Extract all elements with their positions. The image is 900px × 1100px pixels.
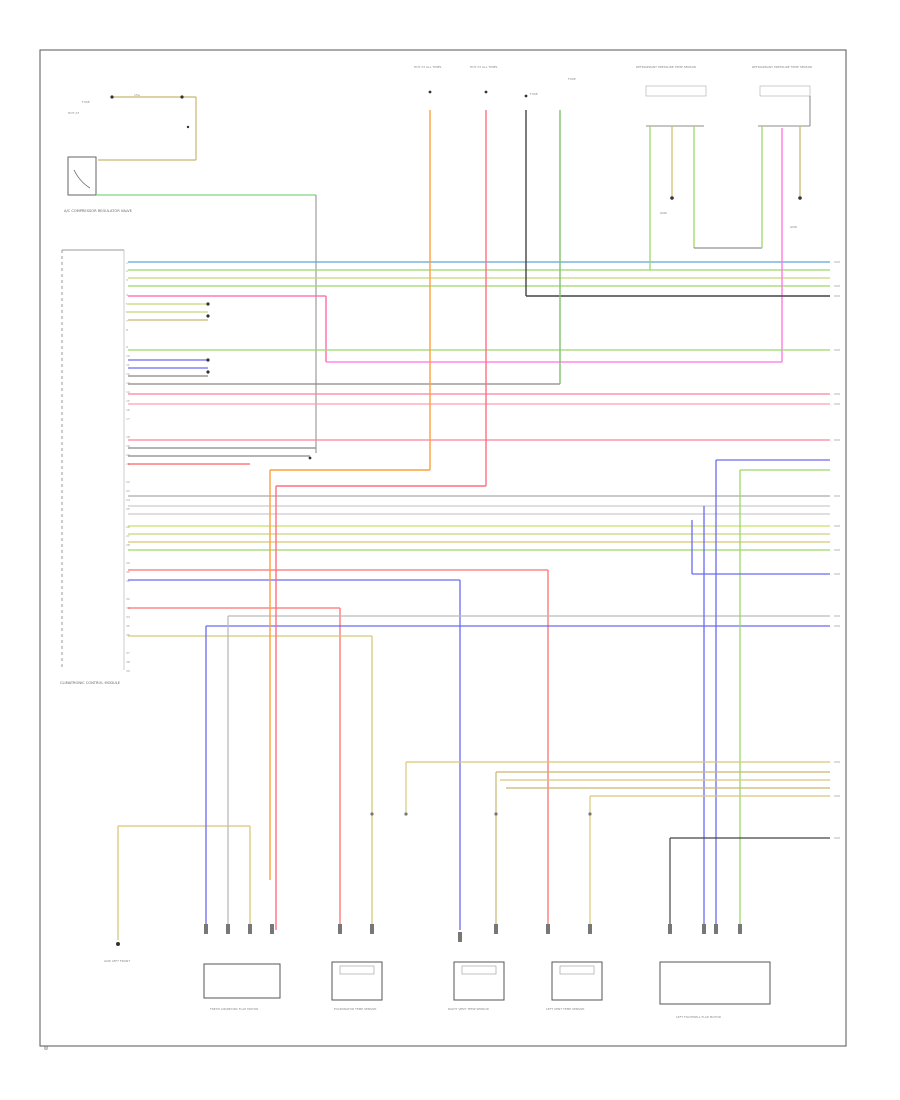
svg-text:RIGHT VENT TEMP SENSOR: RIGHT VENT TEMP SENSOR xyxy=(448,1007,489,1011)
svg-text:19: 19 xyxy=(126,444,130,448)
svg-text:15A: 15A xyxy=(134,93,141,97)
svg-text:38: 38 xyxy=(126,660,130,664)
svg-text:HOT AT ALL TIMES: HOT AT ALL TIMES xyxy=(414,65,442,69)
svg-text:9: 9 xyxy=(126,345,128,349)
svg-text:34: 34 xyxy=(126,615,130,619)
fuse-feed-wires xyxy=(269,110,830,930)
svg-text:7: 7 xyxy=(126,319,128,323)
svg-text:16: 16 xyxy=(126,408,130,412)
left-vent-sensor-box xyxy=(551,961,603,1001)
svg-text:17: 17 xyxy=(126,417,130,421)
svg-text:LEFT FOOTWELL FLAP MOTOR: LEFT FOOTWELL FLAP MOTOR xyxy=(676,1015,721,1019)
svg-text:GND LEFT FRONT: GND LEFT FRONT xyxy=(104,959,130,963)
svg-text:12: 12 xyxy=(126,372,130,376)
svg-text:15: 15 xyxy=(126,399,130,403)
svg-text:32: 32 xyxy=(126,597,130,601)
svg-text:25: 25 xyxy=(126,507,130,511)
page-code: W xyxy=(44,1046,48,1051)
svg-text:REFRIGERANT PRESSURE TEMP SENS: REFRIGERANT PRESSURE TEMP SENSOR xyxy=(636,65,696,69)
svg-text:HOT AT: HOT AT xyxy=(68,111,79,115)
lower-left-wires xyxy=(117,616,251,940)
svg-text:24: 24 xyxy=(126,498,130,502)
svg-text:REFRIGERANT PRESSURE TEMP SENS: REFRIGERANT PRESSURE TEMP SENSOR xyxy=(752,65,812,69)
svg-text:GND: GND xyxy=(660,211,668,215)
svg-text:28: 28 xyxy=(126,543,130,547)
svg-text:FRESH AIR/RECIRC FLAP MOTOR: FRESH AIR/RECIRC FLAP MOTOR xyxy=(210,1007,258,1011)
right-vertical-wires xyxy=(691,459,830,930)
svg-text:33: 33 xyxy=(126,606,130,610)
svg-text:10: 10 xyxy=(126,354,130,358)
bottom-components: GND LEFT FRONT FRESH AIR/RECIRC FLAP MOT… xyxy=(104,942,771,1019)
svg-text:37: 37 xyxy=(126,651,130,655)
splice-dots xyxy=(206,302,312,460)
svg-text:13: 13 xyxy=(126,381,130,385)
svg-text:21: 21 xyxy=(126,462,130,466)
svg-text:5: 5 xyxy=(126,302,128,306)
svg-text:23: 23 xyxy=(126,489,130,493)
svg-text:GND: GND xyxy=(790,225,798,229)
svg-text:35: 35 xyxy=(126,624,130,628)
svg-text:FUSE: FUSE xyxy=(568,77,576,81)
svg-text:4: 4 xyxy=(126,293,128,297)
svg-text:8: 8 xyxy=(126,328,128,332)
svg-text:26: 26 xyxy=(126,525,130,529)
right-vent-sensor-box xyxy=(453,961,505,1001)
svg-text:FUSE: FUSE xyxy=(82,100,90,104)
lower-right-wires xyxy=(405,761,830,930)
svg-text:11: 11 xyxy=(126,363,130,367)
svg-text:FUSE: FUSE xyxy=(530,92,538,96)
hvac-control-module: CLIMATRONIC CONTROL MODULE xyxy=(60,249,125,685)
ac-compressor-module: A/C COMPRESSOR REGULATOR VALVE xyxy=(64,156,317,453)
svg-text:29: 29 xyxy=(126,561,130,565)
horizontal-wires xyxy=(128,128,830,930)
svg-text:14: 14 xyxy=(126,390,130,394)
connector-pins xyxy=(204,812,742,942)
fresh-air-motor-box xyxy=(203,963,281,999)
ac-module-label: A/C COMPRESSOR REGULATOR VALVE xyxy=(64,209,133,213)
diagram-frame xyxy=(39,49,847,1047)
svg-text:HOT AT ALL TIMES: HOT AT ALL TIMES xyxy=(470,65,498,69)
top-fuses: HOT AT ALL TIMES HOT AT ALL TIMES FUSE F… xyxy=(414,65,576,98)
svg-text:30: 30 xyxy=(126,570,130,574)
hvac-module-label: CLIMATRONIC CONTROL MODULE xyxy=(60,681,121,685)
top-left-power-circuit: FUSE HOT AT 15A xyxy=(68,93,197,161)
svg-text:27: 27 xyxy=(126,534,130,538)
svg-text:20: 20 xyxy=(126,453,130,457)
svg-text:36: 36 xyxy=(126,633,130,637)
top-right-sensors: REFRIGERANT PRESSURE TEMP SENSOR REFRIGE… xyxy=(636,65,812,270)
svg-text:2: 2 xyxy=(126,269,128,273)
svg-text:18: 18 xyxy=(126,435,130,439)
right-edge-terminals xyxy=(834,261,840,839)
svg-text:39: 39 xyxy=(126,669,130,673)
svg-text:6: 6 xyxy=(126,310,128,314)
svg-text:3: 3 xyxy=(126,278,128,282)
svg-text:LEFT VENT TEMP SENSOR: LEFT VENT TEMP SENSOR xyxy=(546,1007,584,1011)
left-footwell-motor-box xyxy=(659,961,771,1005)
svg-text:31: 31 xyxy=(126,579,130,583)
svg-text:22: 22 xyxy=(126,480,130,484)
svg-text:1: 1 xyxy=(126,261,128,265)
evaporator-sensor-box xyxy=(331,961,383,1001)
svg-text:EVAPORATOR TEMP SENSOR: EVAPORATOR TEMP SENSOR xyxy=(334,1007,376,1011)
